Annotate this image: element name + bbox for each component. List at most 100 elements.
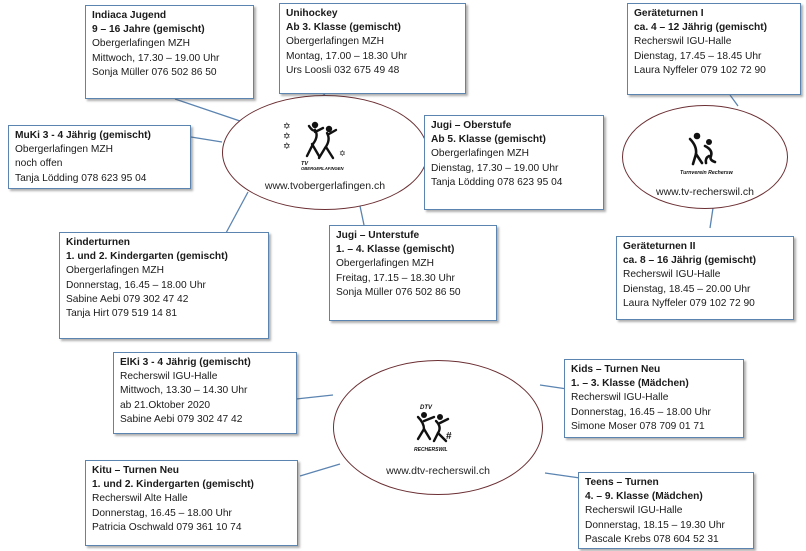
svg-text:#: #: [446, 431, 452, 442]
group-location: Obergerlafingen MZH: [431, 148, 529, 160]
group-title: Teens – Turnen: [585, 477, 659, 488]
group-contact: Laura Nyffeler 079 102 72 90: [623, 297, 755, 309]
group-contact: Urs Loosli 032 675 49 48: [286, 64, 400, 76]
group-card-elki: ElKi 3 - 4 Jährig (gemischt) Recherswil …: [113, 352, 297, 434]
tvo-website[interactable]: www.tvobergerlafingen.ch: [264, 180, 386, 192]
group-card-kitu-turnen: Kitu – Turnen Neu 1. und 2. Kindergarten…: [85, 460, 298, 546]
connector-teens: [544, 472, 581, 479]
group-card-kids-turnen: Kids – Turnen Neu 1. – 3. Klasse (Mädche…: [564, 359, 744, 438]
svg-text:✡: ✡: [283, 131, 291, 141]
svg-text:TV: TV: [301, 161, 309, 167]
group-subtitle: 1. und 2. Kindergarten (gemischt): [66, 251, 228, 263]
group-title: Jugi – Unterstufe: [336, 230, 420, 241]
tvr-logo: Turnverein Recherswil: [680, 132, 733, 176]
group-location: Obergerlafingen MZH: [286, 36, 384, 48]
group-contact: Simone Moser 078 709 01 71: [571, 420, 705, 432]
group-time: Donnerstag, 16.45 – 18.00 Uhr: [571, 406, 711, 418]
group-time: Donnerstag, 18.15 – 19.30 Uhr: [585, 519, 725, 531]
group-title: Unihockey: [286, 8, 338, 19]
group-location: Recherswil IGU-Halle: [585, 505, 683, 517]
svg-text:DTV: DTV: [420, 405, 433, 411]
group-title: MuKi 3 - 4 Jährig (gemischt): [15, 130, 151, 141]
connector-kitu: [299, 463, 341, 477]
group-contact-2: Tanja Hirt 079 519 14 81: [66, 308, 178, 320]
group-contact: Pascale Krebs 078 604 52 31: [585, 533, 719, 545]
group-contact: Tanja Lödding 078 623 95 04: [431, 176, 563, 188]
group-subtitle: ca. 8 – 16 Jährig (gemischt): [623, 255, 757, 267]
svg-text:✡: ✡: [283, 121, 291, 131]
group-card-geraeteturnen-1: Geräteturnen I ca. 4 – 12 Jährig (gemisc…: [627, 3, 801, 95]
svg-text:Turnverein Recherswil: Turnverein Recherswil: [680, 170, 733, 176]
group-contact: Sonja Müller 076 502 86 50: [336, 286, 461, 298]
svg-text:✡: ✡: [339, 149, 346, 158]
group-card-unihockey: Unihockey Ab 3. Klasse (gemischt) Oberge…: [279, 3, 466, 94]
dtv-logo: DTV # RECHERSWIL: [414, 405, 452, 453]
dtv-club-ellipse: DTV # RECHERSWIL www.dtv-recherswil.ch: [333, 360, 543, 495]
group-subtitle: 1. – 4. Klasse (gemischt): [336, 244, 455, 256]
group-location: Recherswil IGU-Halle: [634, 36, 732, 48]
connector-indiaca: [174, 98, 241, 122]
group-time: Freitag, 17.15 – 18.30 Uhr: [336, 272, 455, 284]
tvr-club-ellipse: Turnverein Recherswil www.tv-recherswil.…: [622, 105, 788, 209]
group-card-muki: MuKi 3 - 4 Jährig (gemischt) Obergerlafi…: [8, 125, 191, 189]
group-title: Jugi – Oberstufe: [431, 120, 512, 131]
group-time: Donnerstag, 16.45 – 18.00 Uhr: [66, 279, 206, 291]
group-location: Recherswil IGU-Halle: [120, 371, 218, 383]
group-subtitle: 9 – 16 Jahre (gemischt): [92, 24, 205, 36]
tvo-club-ellipse: ✡ ✡ ✡ ✡ TV OBERGERLAFINGEN www.tvoberger…: [222, 95, 428, 210]
connector-elki: [295, 394, 334, 400]
group-time: Mittwoch, 13.30 – 14.30 Uhr: [120, 385, 248, 397]
group-card-teens-turnen: Teens – Turnen 4. – 9. Klasse (Mädchen) …: [578, 472, 754, 549]
svg-text:RECHERSWIL: RECHERSWIL: [414, 447, 448, 453]
tvo-logo: ✡ ✡ ✡ ✡ TV OBERGERLAFINGEN: [283, 121, 346, 171]
group-time: Dienstag, 17.30 – 19.00 Uhr: [431, 162, 559, 174]
group-title: Kinderturnen: [66, 237, 130, 248]
svg-text:✡: ✡: [283, 141, 291, 151]
group-contact: Sabine Aebi 079 302 47 42: [120, 413, 243, 425]
group-card-geraeteturnen-2: Geräteturnen II ca. 8 – 16 Jährig (gemis…: [616, 236, 794, 320]
svg-text:OBERGERLAFINGEN: OBERGERLAFINGEN: [301, 166, 345, 171]
group-title: Kids – Turnen Neu: [571, 364, 661, 375]
group-subtitle: Ab 5. Klasse (gemischt): [431, 134, 546, 146]
connector-geraete2: [709, 207, 714, 229]
group-contact: Sonja Müller 076 502 86 50: [92, 66, 217, 78]
group-title: Indiaca Jugend: [92, 10, 167, 21]
dtv-website[interactable]: www.dtv-recherswil.ch: [386, 465, 490, 477]
group-location: Obergerlafingen MZH: [336, 258, 434, 270]
group-card-indiaca: Indiaca Jugend 9 – 16 Jahre (gemischt) O…: [85, 5, 254, 99]
group-card-kinderturnen: Kinderturnen 1. und 2. Kindergarten (gem…: [59, 232, 269, 339]
group-subtitle: Ab 3. Klasse (gemischt): [286, 22, 401, 34]
group-subtitle: 4. – 9. Klasse (Mädchen): [585, 491, 703, 503]
group-location: Recherswil Alte Halle: [92, 493, 188, 505]
group-time: Dienstag, 18.45 – 20.00 Uhr: [623, 283, 751, 295]
group-title: ElKi 3 - 4 Jährig (gemischt): [120, 357, 251, 368]
group-location: Obergerlafingen MZH: [15, 144, 113, 156]
group-time: Dienstag, 17.45 – 18.45 Uhr: [634, 50, 762, 62]
group-time: Mittwoch, 17.30 – 19.00 Uhr: [92, 52, 220, 64]
group-contact: Tanja Lödding 078 623 95 04: [15, 172, 147, 184]
group-contact: Patricia Oschwald 079 361 10 74: [92, 521, 242, 533]
tvr-website[interactable]: www.tv-recherswil.ch: [655, 186, 755, 198]
group-contact: Sabine Aebi 079 302 47 42: [66, 293, 189, 305]
group-location: Recherswil IGU-Halle: [623, 269, 721, 281]
group-title: Geräteturnen I: [634, 8, 704, 19]
group-subtitle: ca. 4 – 12 Jährig (gemischt): [634, 22, 768, 34]
group-location: Recherswil IGU-Halle: [571, 392, 669, 404]
connector-kinderturnen: [225, 191, 249, 234]
group-subtitle: 1. und 2. Kindergarten (gemischt): [92, 479, 254, 491]
group-location: Obergerlafingen MZH: [92, 38, 190, 50]
connector-unterstufe: [359, 205, 365, 226]
group-title: Kitu – Turnen Neu: [92, 465, 179, 476]
group-time: Donnerstag, 16.45 – 18.00 Uhr: [92, 507, 232, 519]
group-time: Montag, 17.00 – 18.30 Uhr: [286, 50, 408, 62]
connector-geraete1: [729, 94, 739, 107]
group-card-jugi-unterstufe: Jugi – Unterstufe 1. – 4. Klasse (gemisc…: [329, 225, 497, 321]
group-note: ab 21.Oktober 2020: [120, 399, 211, 411]
group-subtitle: 1. – 3. Klasse (Mädchen): [571, 378, 689, 390]
group-title: Geräteturnen II: [623, 241, 696, 252]
group-card-jugi-oberstufe: Jugi – Oberstufe Ab 5. Klasse (gemischt)…: [424, 115, 604, 210]
group-location: Obergerlafingen MZH: [66, 265, 164, 277]
connector-muki: [190, 136, 223, 143]
group-contact: Laura Nyffeler 079 102 72 90: [634, 64, 766, 76]
group-time: noch offen: [15, 158, 63, 170]
